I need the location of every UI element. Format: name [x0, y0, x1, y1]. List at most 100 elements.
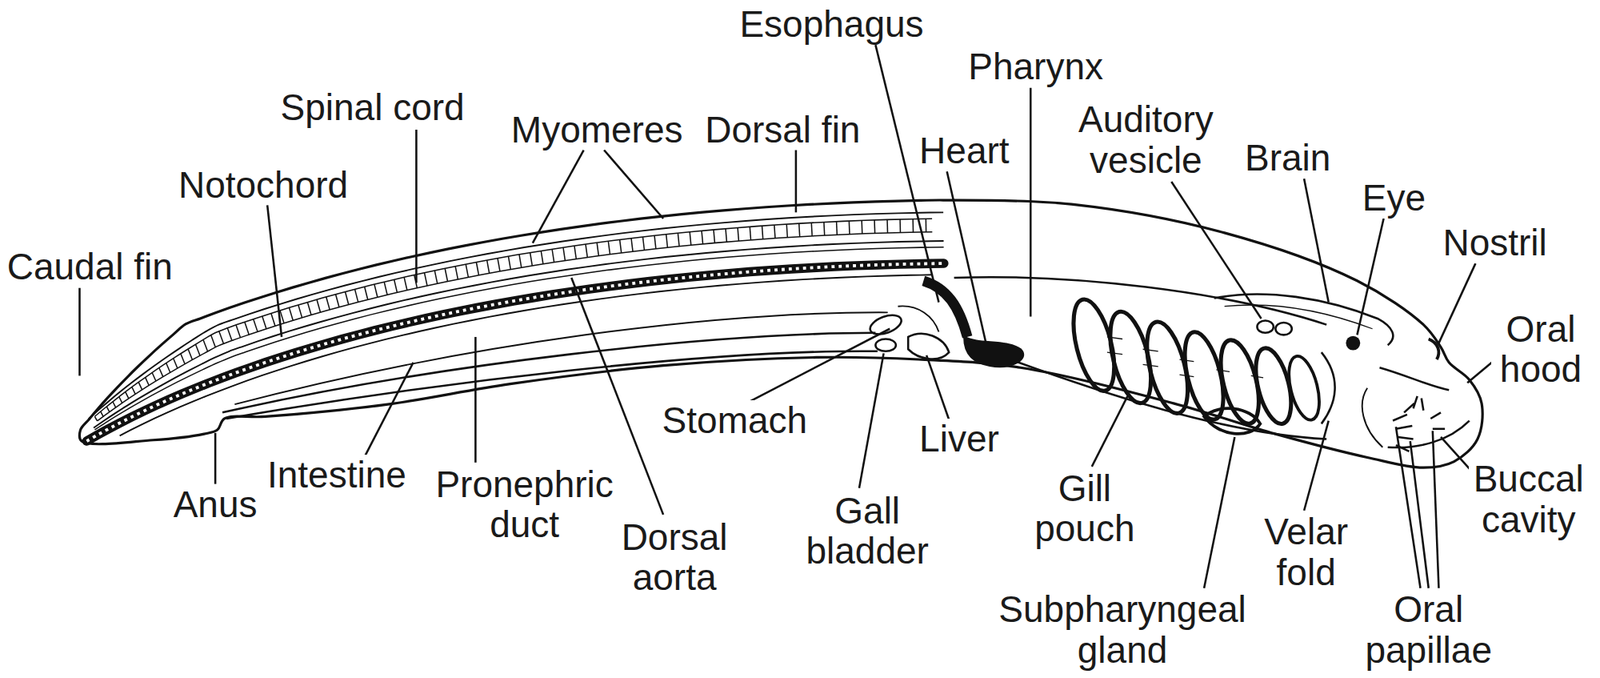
myomere-tick	[119, 396, 123, 404]
myomere-tick	[476, 261, 479, 275]
myomere-tick	[455, 266, 458, 280]
myomere-tick	[508, 256, 511, 269]
myomere-tick	[563, 247, 565, 260]
myomere-tick	[836, 221, 838, 236]
myomere-tick	[298, 304, 303, 318]
part-label: Nostril	[1440, 222, 1549, 264]
internal-organs	[222, 276, 1470, 452]
gill-striations	[1107, 336, 1264, 378]
buccal-cavity-shape	[1362, 388, 1384, 448]
part-label: Pronephric duct	[426, 464, 623, 545]
myomere-tick	[860, 220, 863, 234]
myomere-tick	[552, 248, 555, 262]
myomere-tick	[654, 235, 656, 248]
myomere-tick	[345, 291, 349, 304]
leader-line	[947, 171, 986, 342]
myomere-tick	[138, 381, 142, 389]
myomere-tick	[394, 279, 398, 292]
leader-line	[1029, 88, 1032, 317]
part-label: Gall bladder	[797, 490, 938, 572]
notochord-shape	[86, 263, 944, 441]
myomere-tick	[173, 358, 178, 368]
spinal-cord-shape	[94, 247, 944, 430]
myomere-tick	[677, 232, 680, 246]
buccal-cavity-shape	[1388, 420, 1470, 448]
leader-lines	[79, 44, 1492, 588]
myomere-tick	[899, 219, 901, 233]
myomere-tick	[912, 219, 914, 233]
myomere-tick	[713, 229, 715, 244]
leader-line	[1304, 420, 1329, 511]
part-label: Oral hood	[1491, 308, 1592, 390]
myomere-tick	[774, 224, 776, 239]
oral-hood-inner	[1379, 367, 1449, 390]
myomere-tick	[689, 232, 692, 246]
fin-base-line	[88, 212, 944, 419]
myomere-tick	[262, 316, 267, 329]
myomere-tick	[666, 234, 668, 248]
part-label: Myomeres	[508, 109, 686, 151]
gall-bladder-shape	[875, 339, 896, 352]
leader-line	[1356, 218, 1384, 335]
myomere-tick	[886, 219, 888, 233]
leader-line	[415, 129, 418, 283]
part-label: Liver	[916, 418, 1002, 460]
auditory-vesicle-shape	[1275, 322, 1292, 335]
myomere-tick	[196, 344, 200, 356]
part-label: Caudal fin	[4, 246, 176, 288]
leader-line	[365, 362, 414, 456]
part-label: Anus	[171, 484, 260, 525]
myomere-tick	[620, 239, 622, 252]
myomere-tick	[288, 307, 293, 320]
part-label: Brain	[1242, 137, 1333, 179]
myomere-tick	[145, 376, 150, 385]
myomere-tick	[530, 252, 533, 266]
myomere-tick	[125, 392, 129, 399]
leader-line	[532, 150, 584, 244]
myomere-tick	[106, 406, 110, 412]
myomere-tick	[166, 363, 171, 373]
part-label: Dorsal fin	[702, 109, 863, 151]
leader-line	[1204, 436, 1235, 588]
gill-pouch-shape	[1283, 352, 1325, 423]
part-label: Eye	[1360, 177, 1428, 219]
myomere-tick	[574, 245, 576, 259]
myomere-tick	[307, 302, 312, 316]
part-label: Velar fold	[1254, 511, 1359, 592]
leader-line	[859, 352, 884, 488]
part-label: Dorsal aorta	[612, 516, 737, 598]
part-label: Notochord	[176, 164, 351, 206]
myomere-tick	[374, 284, 378, 297]
myomere-tick	[112, 401, 116, 408]
myomere-tick	[326, 296, 330, 310]
brain-shape	[1214, 293, 1393, 345]
myomere-tick	[925, 218, 928, 232]
myomere-tick	[404, 276, 408, 290]
pharynx-floor	[1010, 359, 1327, 439]
brain-shape	[1224, 304, 1373, 329]
myomere-tick	[608, 240, 610, 254]
myomere-tick	[848, 220, 851, 235]
myomere-tick	[762, 225, 764, 240]
leader-line	[604, 150, 664, 219]
myomere-tick	[227, 328, 232, 341]
pharynx-roof	[954, 276, 1328, 324]
myomere-tick	[786, 224, 788, 238]
myomere-tick	[100, 411, 104, 416]
oral-papillae-shape	[1392, 396, 1445, 452]
myomere-tick	[94, 416, 97, 421]
myomere-tick	[424, 272, 428, 286]
stomach-shape	[867, 311, 904, 338]
myomere-tick	[596, 242, 599, 256]
velar-fold-shape	[1321, 352, 1336, 424]
leader-line	[78, 288, 81, 376]
part-label: Spinal cord	[277, 87, 467, 128]
body-drawing	[79, 200, 1483, 468]
leader-line	[474, 336, 477, 463]
part-label: Subpharyngeal gland	[990, 588, 1255, 670]
myomere-tick	[316, 299, 321, 312]
heart-shape	[964, 336, 1024, 367]
stomach-shape	[897, 305, 939, 332]
